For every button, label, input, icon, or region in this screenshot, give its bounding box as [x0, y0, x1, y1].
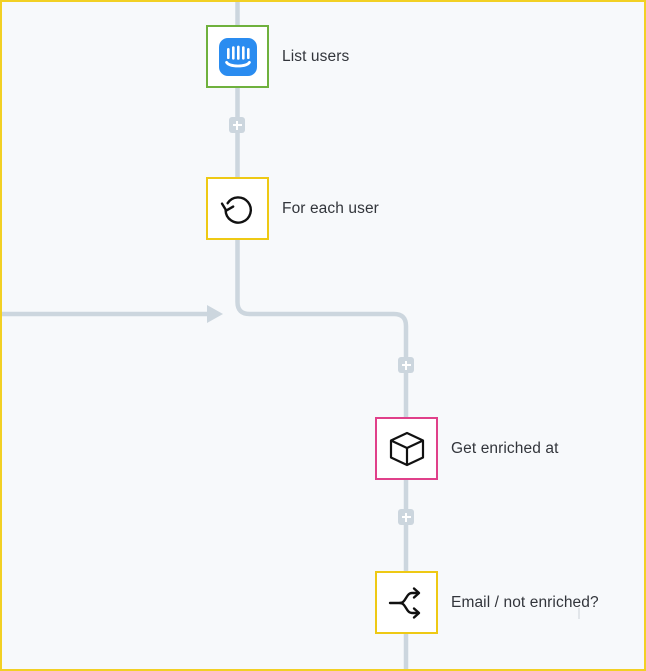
- plus-icon-loop-to-enriched[interactable]: [398, 357, 414, 373]
- plus-icon-list-to-loop[interactable]: [229, 117, 245, 133]
- node-email-not-enriched[interactable]: Email / not enriched?: [375, 571, 599, 634]
- loop-icon: [220, 195, 252, 224]
- node-label-get-enriched-at: Get enriched at: [451, 439, 559, 457]
- node-get-enriched-at[interactable]: Get enriched at: [375, 417, 558, 480]
- plus-icon-enriched-to-email[interactable]: [398, 509, 414, 525]
- node-label-list-users: List users: [282, 47, 350, 65]
- intercom-icon: [218, 37, 257, 76]
- edge-loop-return-arrowhead: [207, 305, 223, 323]
- node-label-for-each-user: For each user: [282, 199, 379, 217]
- node-for-each-user[interactable]: For each user: [206, 177, 379, 240]
- branch-icon: [388, 586, 420, 619]
- cube-icon: [389, 431, 424, 466]
- edge-loop-branch: [235, 240, 409, 417]
- faint-mark: [578, 608, 580, 619]
- node-label-email-not-enriched: Email / not enriched?: [451, 593, 599, 611]
- node-list-users[interactable]: List users: [206, 25, 349, 88]
